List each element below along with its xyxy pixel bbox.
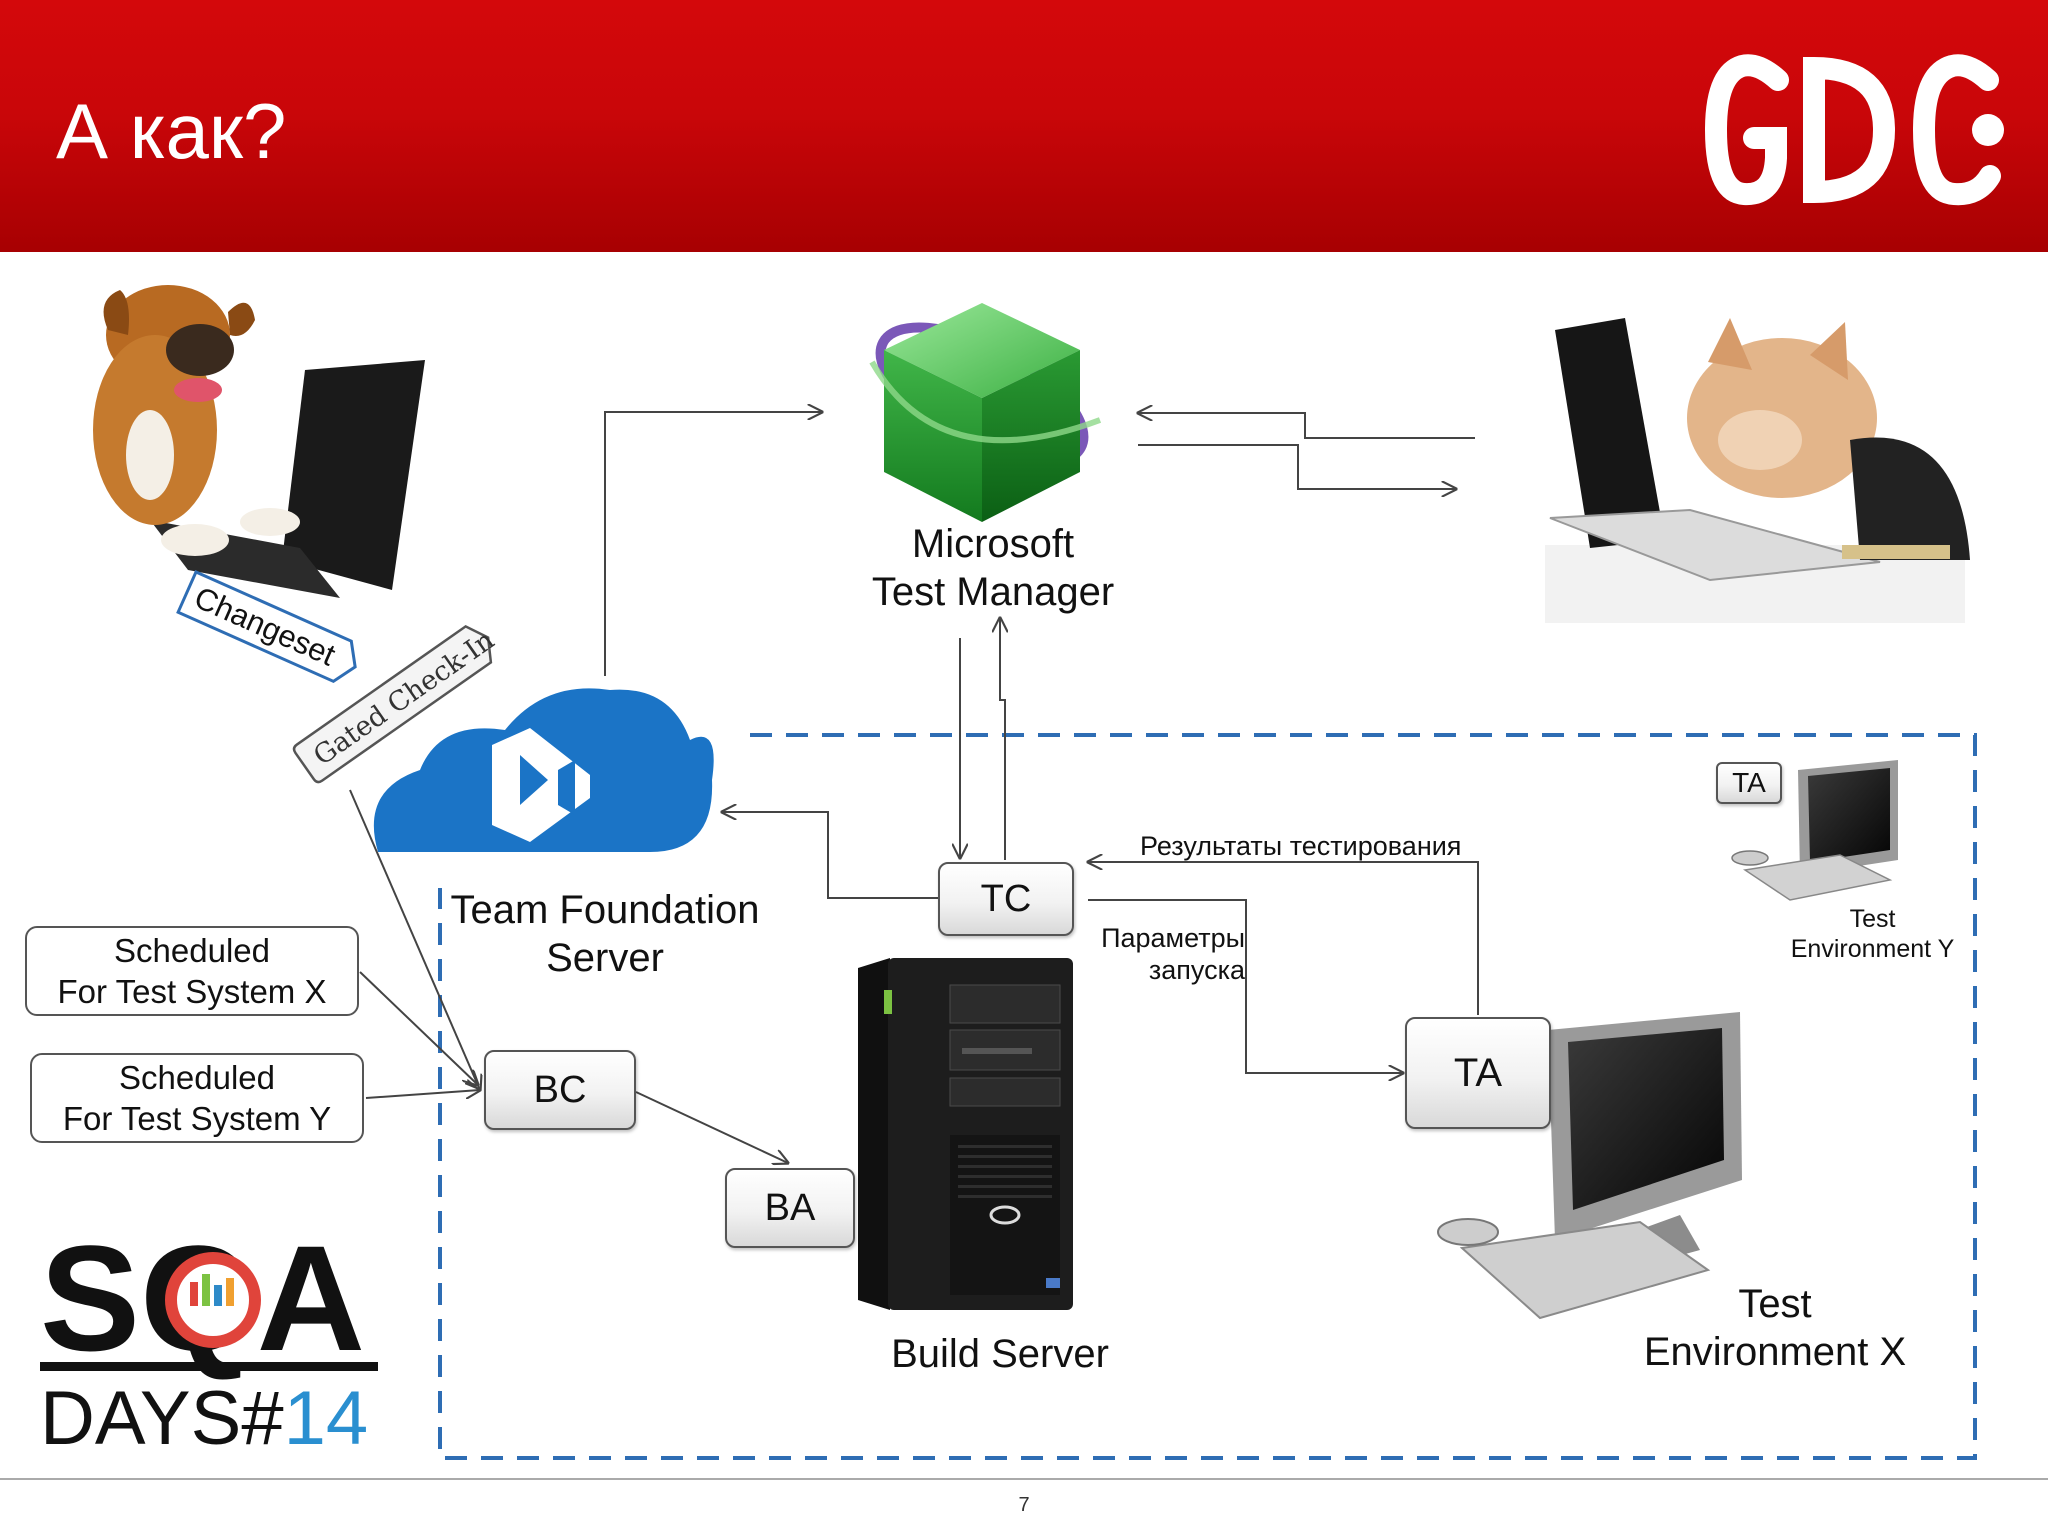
ta-y-node[interactable]: TA [1716, 762, 1782, 804]
scheduled-x-box[interactable]: Scheduled For Test System X [25, 926, 359, 1016]
edge-tc-to-tfs [722, 812, 938, 899]
tfs-label: Team Foundation Server [450, 888, 760, 980]
ba-node[interactable]: BA [725, 1168, 855, 1248]
edge-mtm-to-tester [1138, 444, 1456, 489]
launch-params-label: Параметры запуска [1101, 923, 1245, 986]
page-number: 7 [1018, 1494, 1030, 1516]
tfs-cloud-icon [373, 688, 714, 852]
edge-gated-to-bc [349, 789, 480, 1090]
mtm-label: Microsoft Test Manager [871, 522, 1115, 614]
edge-tc-to-mtm [1000, 618, 1005, 860]
edge-ta-to-tc [1088, 862, 1479, 1015]
connectors [349, 412, 1479, 1163]
build-server-image [858, 958, 1073, 1310]
test-pc-x-image [1437, 1012, 1742, 1320]
mtm-cube-icon [869, 303, 1102, 522]
footer-divider [0, 1478, 2048, 1480]
test-results-label: Результаты тестирования [1140, 831, 1462, 861]
edge-schedx-to-bc [359, 971, 478, 1085]
build-server-label: Build Server [891, 1332, 1109, 1376]
bc-node[interactable]: BC [484, 1050, 636, 1130]
edge-bc-to-ba [635, 1091, 788, 1163]
edge-tc-to-ta [1088, 899, 1403, 1073]
test-network-boundary [438, 733, 1977, 1460]
test-env-y-label: Test Environment Y [1790, 905, 1955, 963]
slide-title: А как? [56, 87, 287, 175]
test-pc-y-image [1731, 760, 1898, 901]
test-env-x-label: Test Environment X [1643, 1282, 1907, 1374]
svg-text:DAYS#14: DAYS#14 [40, 1376, 368, 1461]
sqa-days-logo: SQA DAYS#14 [40, 1214, 378, 1461]
ta-x-node[interactable]: TA [1405, 1017, 1551, 1129]
cat-laptop-image [1545, 318, 1970, 623]
tc-node[interactable]: TC [938, 862, 1074, 936]
dog-laptop-image [93, 285, 425, 598]
edge-tester-to-mtm [1138, 413, 1475, 439]
edge-tfs-to-mtm [604, 412, 822, 676]
scheduled-y-box[interactable]: Scheduled For Test System Y [30, 1053, 364, 1143]
edge-schedy-to-bc [365, 1090, 480, 1098]
gdc-logo [1704, 54, 2004, 206]
changeset-tag: Changeset [176, 570, 357, 684]
